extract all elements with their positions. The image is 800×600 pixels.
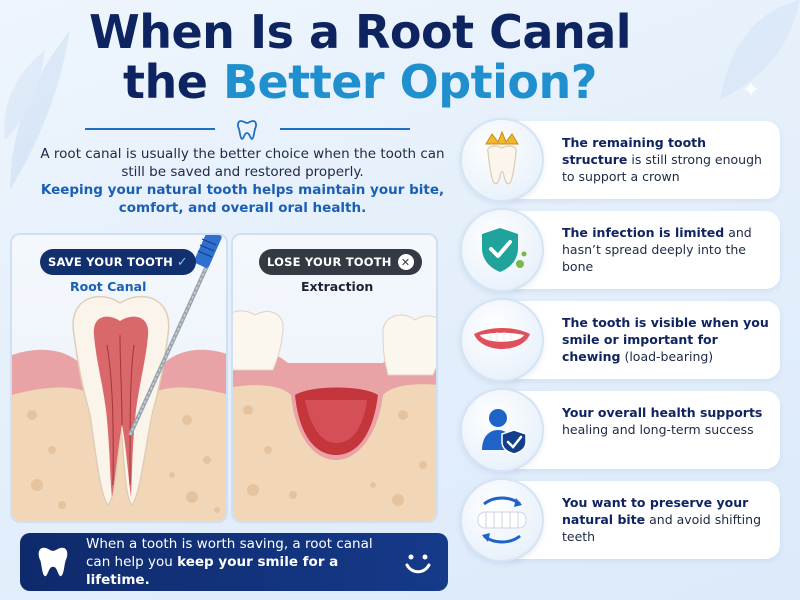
tooth-icon — [38, 547, 68, 577]
save-your-tooth-badge: SAVE YOUR TOOTH ✓ — [40, 249, 197, 275]
criteria-card: The tooth is visible when you smile or i… — [500, 301, 780, 379]
divider-line-left — [85, 128, 215, 130]
title-line-1: When Is a Root Canal — [89, 5, 632, 59]
banner-text: When a tooth is worth saving, a root can… — [86, 535, 373, 570]
root-canal-illustration — [12, 235, 226, 521]
criteria-card: The remaining tooth structure is still s… — [500, 121, 780, 199]
checkmark-icon: ✓ — [176, 254, 189, 270]
criteria-text: (load-bearing) — [620, 348, 714, 364]
root-canal-panel: SAVE YOUR TOOTH ✓ Root Canal — [10, 233, 228, 523]
title-divider — [85, 118, 410, 140]
criteria-card: Your overall health supports healing and… — [500, 391, 780, 469]
extraction-label: Extraction — [301, 279, 374, 294]
leaf-decoration-right — [720, 0, 800, 100]
shield-check-icon — [460, 208, 544, 292]
criteria-card: The infection is limited and hasn’t spre… — [500, 211, 780, 289]
page-title: When Is a Root Canal the Better Option? — [0, 5, 720, 109]
criteria-bold: The tooth is visible when you smile or i… — [562, 315, 769, 364]
title-line-2: the Better Option? — [0, 54, 720, 109]
criteria-text: and avoid shifting teeth — [562, 511, 762, 544]
comparison-panel: SAVE YOUR TOOTH ✓ Root Canal LOSE YOUR T… — [10, 233, 438, 523]
bottom-banner: When a tooth is worth saving, a root can… — [20, 533, 448, 591]
divider-line-right — [280, 128, 410, 130]
criteria-bold: The remaining tooth structure — [562, 135, 707, 167]
leaf-decoration-left — [4, 30, 70, 190]
criteria-text: is still strong enough to support a crow… — [562, 151, 762, 184]
health-person-icon — [460, 388, 544, 472]
save-badge-label: SAVE YOUR TOOTH — [48, 255, 173, 269]
root-canal-label: Root Canal — [70, 279, 147, 294]
criteria-text: healing and long-term success — [562, 421, 754, 437]
criteria-text: and hasn’t spread deeply into the bone — [562, 225, 752, 274]
crowned-tooth-icon — [460, 118, 544, 202]
lose-badge-label: LOSE YOUR TOOTH — [267, 255, 392, 269]
banner-message: When a tooth is worth saving, a root can… — [86, 535, 386, 590]
teeth-arrows-icon — [460, 478, 544, 562]
sparkle-icon: ✦ — [741, 78, 760, 103]
criteria-card: You want to preserve your natural bite a… — [500, 481, 780, 559]
title-highlight: Better Option? — [222, 54, 597, 109]
intro-text: A root canal is usually the better choic… — [40, 146, 445, 218]
title-line-2-prefix: the — [123, 54, 223, 109]
criteria-bold: You want to preserve your natural bite — [562, 495, 749, 527]
smile-icon — [460, 298, 544, 382]
smiley-icon — [405, 554, 431, 574]
tooth-icon — [237, 120, 257, 140]
extraction-panel: LOSE YOUR TOOTH ✕ Extraction — [231, 233, 438, 523]
extraction-illustration — [233, 310, 436, 521]
close-icon: ✕ — [397, 254, 414, 270]
intro-emphasis: Keeping your natural tooth helps maintai… — [40, 181, 445, 216]
banner-emphasis: keep your smile for a lifetime. — [86, 553, 339, 589]
criteria-bold: The infection is limited — [562, 225, 725, 240]
intro-body: A root canal is usually the better choic… — [40, 146, 445, 180]
criteria-bold: Your overall health supports — [562, 405, 763, 420]
lose-your-tooth-badge: LOSE YOUR TOOTH ✕ — [259, 249, 422, 275]
